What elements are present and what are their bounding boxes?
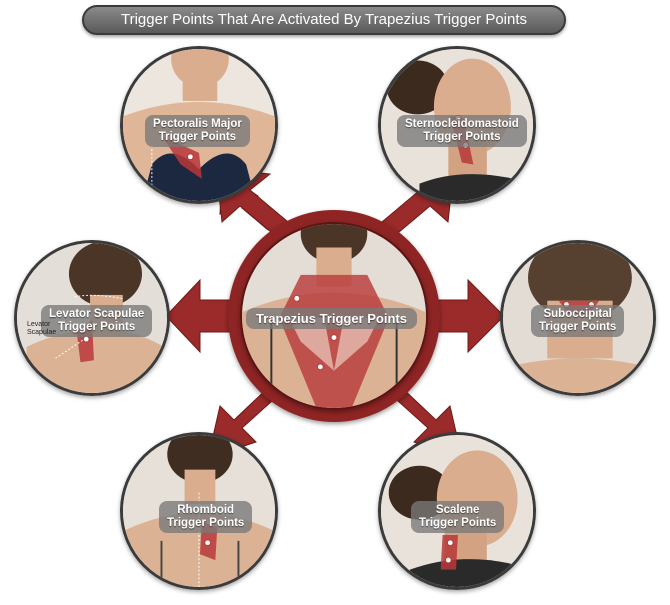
- scalene-label: Scalene Trigger Points: [411, 501, 505, 533]
- trigger-point-marker-icon: [293, 294, 301, 302]
- rhomboid-label: Rhomboid Trigger Points: [159, 501, 253, 533]
- scalene-label-line1: Scalene: [435, 504, 480, 516]
- scalene-label-line2: Trigger Points: [419, 517, 497, 529]
- levator-label-line2: Trigger Points: [57, 321, 136, 333]
- arrow-to-levator: [165, 278, 233, 354]
- suboccipital-label-line1: Suboccipital: [543, 308, 612, 320]
- trapezius-circle: Trapezius Trigger Points: [240, 222, 428, 410]
- trigger-point-marker-icon: [330, 334, 338, 341]
- scm-label-line1: Sternocleidomastoid: [405, 118, 519, 130]
- scm-circle: Sternocleidomastoid Trigger Points: [378, 46, 536, 204]
- pectoralis-label-line1: Pectoralis Major: [153, 118, 242, 130]
- suboccipital-circle: Suboccipital Trigger Points: [500, 240, 656, 396]
- suboccipital-label: Suboccipital Trigger Points: [531, 305, 625, 337]
- rhomboid-label-line2: Trigger Points: [167, 517, 245, 529]
- scm-label: Sternocleidomastoid Trigger Points: [397, 115, 527, 147]
- scm-label-line2: Trigger Points: [423, 131, 501, 143]
- diagram-title: Trigger Points That Are Activated By Tra…: [82, 5, 566, 35]
- levator-side-label: Levator Scapulae: [27, 321, 56, 337]
- levator-label: Levator Scapulae Trigger Points: [41, 305, 153, 337]
- levator-side-line2: Scapulae: [27, 329, 57, 336]
- levator-label-line1: Levator Scapulae: [49, 308, 145, 320]
- pectoralis-label-line2: Trigger Points: [158, 131, 237, 143]
- scalene-circle: Scalene Trigger Points: [378, 432, 536, 590]
- levator-circle: Levator Scapulae Trigger Points Levator …: [14, 240, 170, 396]
- pectoralis-circle: Pectoralis Major Trigger Points: [120, 46, 278, 204]
- rhomboid-circle: Rhomboid Trigger Points: [120, 432, 278, 590]
- levator-side-line1: Levator: [27, 321, 51, 328]
- suboccipital-label-line2: Trigger Points: [539, 321, 617, 333]
- rhomboid-label-line1: Rhomboid: [177, 504, 235, 516]
- arrow-to-suboccipital: [435, 278, 505, 354]
- trigger-point-marker-icon: [316, 363, 324, 371]
- trapezius-label: Trapezius Trigger Points: [246, 308, 417, 329]
- pectoralis-label: Pectoralis Major Trigger Points: [145, 115, 250, 147]
